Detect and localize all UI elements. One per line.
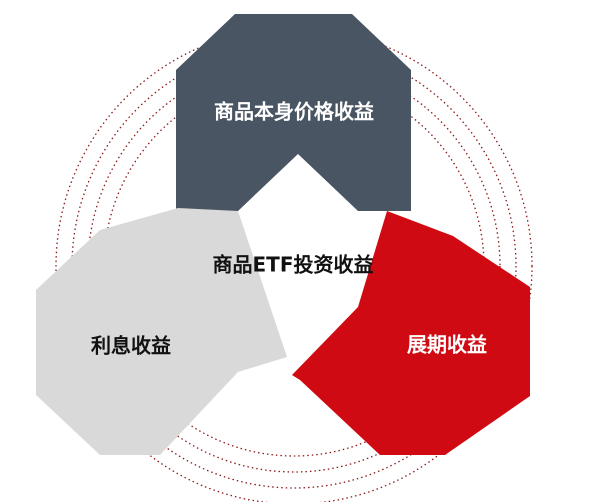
dotted-ring-2 [87,59,501,473]
segment-label-left: 利息收益 [91,334,171,358]
center-label: 商品ETF投资收益 [213,253,374,277]
segment-label-right: 展期收益 [407,333,487,357]
segment-hexagon-top [176,14,411,211]
segment-hexagon-right [292,211,530,455]
dotted-ring-3 [71,43,517,489]
segment-label-top: 商品本身价格收益 [214,100,374,124]
segment-hexagon-left [36,208,287,455]
